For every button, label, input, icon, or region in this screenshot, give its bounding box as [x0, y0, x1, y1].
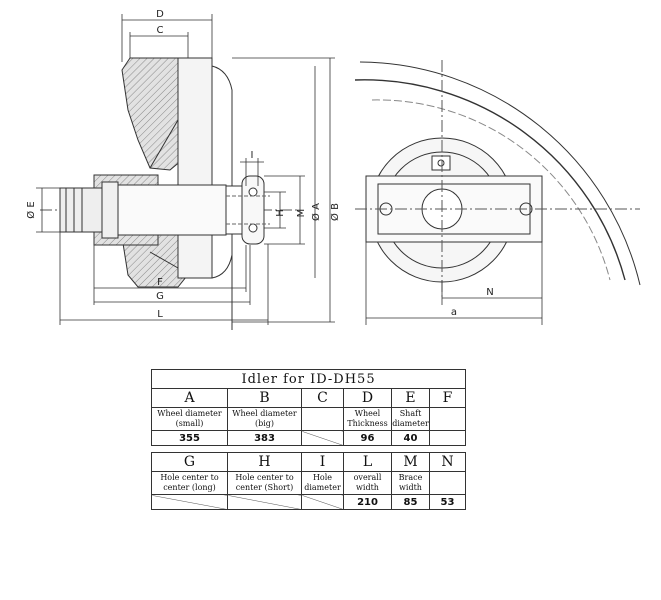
- label-b: Ø B: [329, 203, 341, 221]
- col-desc-c: [301, 407, 344, 431]
- col-desc-n: [429, 471, 466, 495]
- technical-drawing: D C I H M Ø E Ø A Ø B F G L N a: [25, 9, 641, 330]
- side-dimensions: [36, 14, 335, 325]
- col-letter-f: F: [428, 388, 467, 408]
- col-letter-i: I: [301, 452, 344, 472]
- table-row-values: 210 85 53: [151, 494, 466, 510]
- label-a-lower: a: [451, 307, 457, 318]
- front-dimensions: [365, 242, 543, 325]
- label-l: L: [157, 309, 163, 320]
- col-value-b: 383: [227, 430, 302, 446]
- table-row-values: 355 383 96 40: [151, 430, 467, 446]
- col-desc-l: overall width: [343, 471, 392, 495]
- col-value-c: [301, 430, 344, 446]
- col-desc-a: Wheel diameter (small): [151, 407, 228, 431]
- col-value-l: 210: [343, 494, 392, 510]
- table-row-descriptions: Hole center to center (long) Hole center…: [151, 471, 466, 495]
- spec-table-top: Idler for ID-DH55 A B C D E F Wheel diam…: [150, 369, 467, 446]
- col-value-g: [151, 494, 228, 510]
- col-desc-e: Shaft diameter: [391, 407, 430, 431]
- col-desc-g: Hole center to center (long): [151, 471, 228, 495]
- label-d: D: [156, 9, 164, 20]
- label-m: M: [296, 209, 307, 218]
- label-h: H: [275, 209, 286, 217]
- col-value-a: 355: [151, 430, 228, 446]
- label-n: N: [486, 287, 493, 298]
- col-letter-h: H: [227, 452, 302, 472]
- col-letter-l: L: [343, 452, 392, 472]
- spec-table-bottom: G H I L M N Hole center to center (long)…: [151, 452, 466, 510]
- front-view: [354, 60, 641, 300]
- col-desc-m: Brace width: [391, 471, 430, 495]
- side-section-view: [40, 57, 300, 330]
- table-row-letters: G H I L M N: [151, 452, 466, 472]
- label-f: F: [157, 277, 163, 288]
- dimension-labels: D C I H M Ø E Ø A Ø B F G L N a: [25, 9, 494, 320]
- col-value-i: [301, 494, 344, 510]
- col-letter-g: G: [151, 452, 228, 472]
- col-desc-i: Hole diameter: [301, 471, 344, 495]
- col-desc-f: [428, 407, 467, 431]
- col-value-d: 96: [343, 430, 392, 446]
- label-c: C: [157, 25, 164, 36]
- label-g: G: [156, 291, 164, 302]
- col-value-m: 85: [391, 494, 430, 510]
- col-desc-b: Wheel diameter (big): [227, 407, 302, 431]
- col-desc-d: Wheel Thickness: [343, 407, 392, 431]
- col-letter-b: B: [227, 388, 302, 408]
- col-letter-n: N: [429, 452, 466, 472]
- col-letter-m: M: [391, 452, 430, 472]
- table-row-letters: A B C D E F: [151, 388, 467, 408]
- col-desc-h: Hole center to center (Short): [227, 471, 302, 495]
- col-letter-d: D: [343, 388, 392, 408]
- col-value-n: 53: [429, 494, 466, 510]
- col-value-f: [428, 430, 467, 446]
- col-letter-e: E: [391, 388, 430, 408]
- col-value-e: 40: [391, 430, 430, 446]
- label-i: I: [251, 150, 254, 161]
- label-a: Ø A: [310, 203, 322, 221]
- col-letter-c: C: [301, 388, 344, 408]
- col-letter-a: A: [151, 388, 228, 408]
- col-value-h: [227, 494, 302, 510]
- label-e: Ø E: [25, 201, 37, 218]
- table-row-descriptions: Wheel diameter (small) Wheel diameter (b…: [151, 407, 467, 431]
- table-title: Idler for ID-DH55: [150, 369, 467, 389]
